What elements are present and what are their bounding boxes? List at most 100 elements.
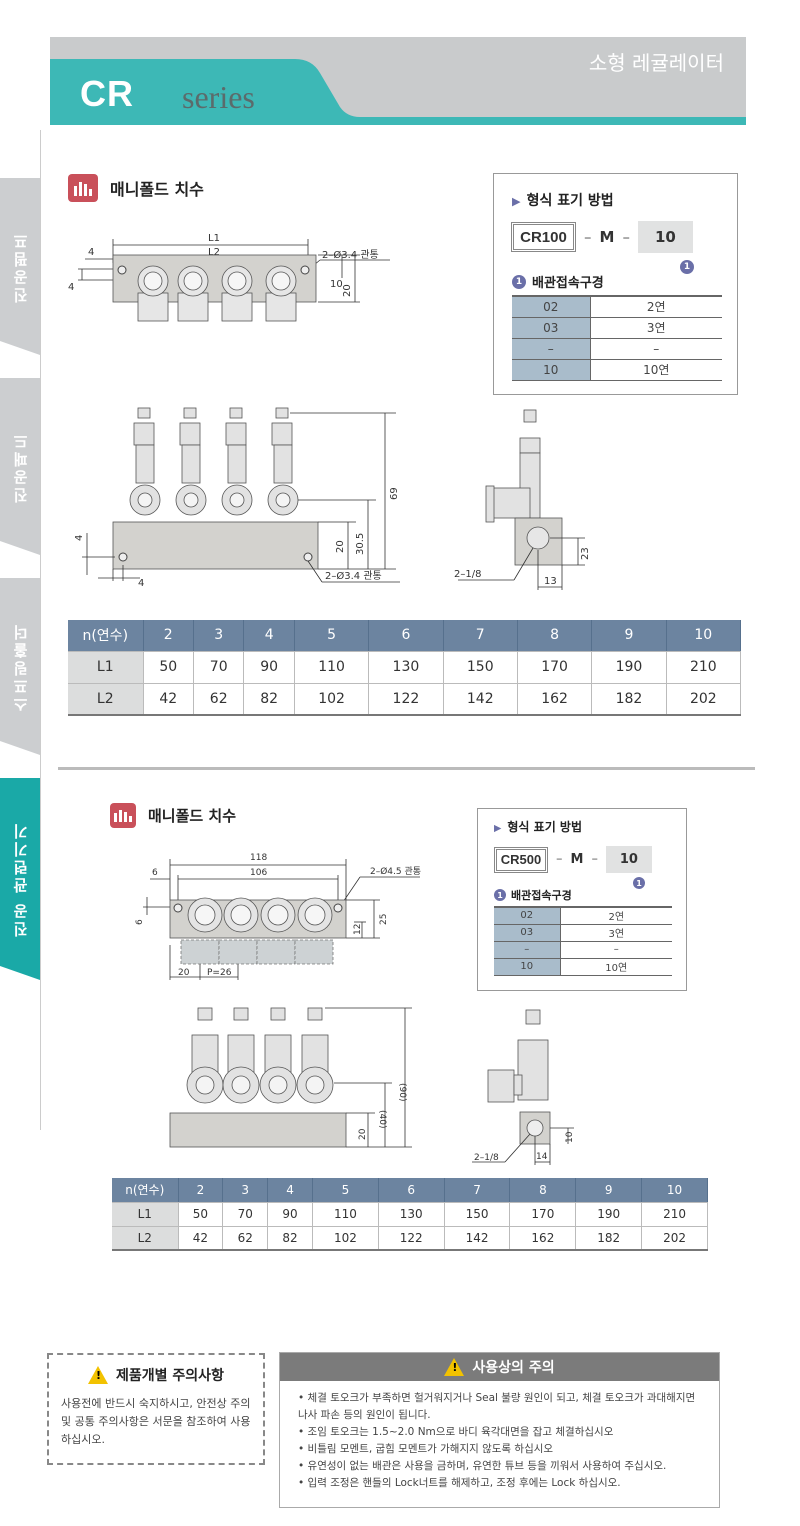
dim-6: 6 [135, 919, 145, 925]
list-item: • 입력 조정은 핸들의 Lock너트를 해제하고, 조정 후에는 Lock 하… [298, 1477, 621, 1489]
section1-side-view: 2–1/8 13 23 [454, 409, 591, 590]
product-caution-text: 사용전에 반드시 숙지하시고, 안전상 주의 및 공통 주의사항은 서문을 참조… [61, 1397, 251, 1446]
dim-10: 10 [565, 1131, 575, 1143]
section1-title-text: 매니폴드 치수 [110, 180, 204, 199]
port-label: 2–1/8 [474, 1153, 499, 1163]
dim-106: 106 [250, 868, 267, 878]
dim-13: 13 [544, 576, 557, 587]
dim-l2: L2 [208, 247, 220, 258]
dim-4: 4 [74, 535, 85, 541]
side-tab-spring-holder[interactable]: 스프링홀더 [0, 578, 40, 755]
section2-title-text: 매니폴드 치수 [148, 807, 237, 825]
dim-20: 20 [358, 1128, 368, 1140]
usage-caution-title: 사용상의 주의 [280, 1353, 719, 1381]
warning-icon [88, 1366, 109, 1384]
dim-4: 4 [138, 578, 144, 589]
tab-label: 진공패드 [11, 430, 30, 503]
dim-118: 118 [250, 853, 267, 863]
ordering-title: ▶형식 표기 방법 [512, 193, 614, 209]
dim-hole: 2–Ø4.5 관통 [370, 866, 421, 877]
tab-label: 진공 관련기기 [11, 820, 30, 938]
dim-6: 6 [152, 868, 158, 878]
dim-hole: 2–Ø3.4 관통 [325, 570, 382, 582]
series-code: CR [80, 73, 134, 114]
marker-icon: 1 [633, 877, 645, 889]
side-tab-vacuum-pad[interactable]: 진공패드 [0, 378, 40, 555]
section2-side-view: 2–1/8 14 10 [472, 1009, 575, 1165]
chart-icon [68, 174, 98, 202]
dim-23: 23 [580, 547, 591, 560]
dim-pitch: P=26 [207, 968, 232, 978]
list-item: • 조임 토오크는 1.5~2.0 Nm으로 바디 육각대면을 잡고 체결하십시… [298, 1426, 614, 1438]
dim-20: 20 [335, 540, 346, 553]
mount-code: M [570, 852, 584, 867]
section2-drawing: 118 106 6 6 2–Ø4.5 관통 25 12 20 P=26 (90)… [135, 853, 421, 1148]
banner-background [50, 37, 746, 125]
tab-label: 스프링홀더 [11, 621, 30, 712]
dim-25: 25 [379, 914, 389, 925]
product-caution-title: 제품개별 주의사항 [49, 1365, 263, 1385]
list-item: • 유연성이 없는 배관은 사용을 금하며, 유연한 튜브 등을 끼워서 사용하… [298, 1460, 667, 1472]
model-code: CR500 [494, 846, 548, 873]
section1-title: 매니폴드 치수 [68, 174, 204, 202]
side-tab-vacuum-accessories[interactable]: 진공 관련기기 [0, 778, 40, 980]
mount-code: M [599, 228, 615, 246]
series-word: series [182, 79, 255, 115]
tab-label: 진공펌프 [11, 230, 30, 303]
dim-20: 20 [342, 284, 353, 297]
list-item: • 체결 토오크가 부족하면 헐거워지거나 Seal 불량 원인이 되고, 체결… [298, 1392, 696, 1421]
series-banner: 소형 레귤레이터 CR series [50, 37, 746, 125]
dim-40: (40) [377, 1110, 387, 1128]
list-item: • 비틀림 모멘트, 굽힘 모멘트가 가해지지 않도록 하십시오 [298, 1443, 554, 1455]
connection-code: 10 [637, 221, 693, 253]
dim-20: 20 [178, 968, 190, 978]
usage-caution-box: 사용상의 주의 • 체결 토오크가 부족하면 헐거워지거나 Seal 불량 원인… [279, 1352, 720, 1508]
port-label: 2–1/8 [454, 569, 481, 580]
dim-90: (90) [397, 1083, 407, 1101]
product-caution-box: 제품개별 주의사항 사용전에 반드시 숙지하시고, 안전상 주의 및 공통 주의… [47, 1353, 265, 1465]
table-row: –– [494, 941, 672, 959]
model-code: CR100 [511, 222, 576, 252]
ordering-title: ▶형식 표기 방법 [494, 820, 582, 834]
side-tab-vacuum-pump[interactable]: 진공펌프 [0, 178, 40, 355]
dim-l1: L1 [208, 233, 220, 244]
marker-icon: 1 [680, 260, 694, 274]
section-divider [58, 767, 755, 770]
section2-title: 매니폴드 치수 [110, 803, 236, 828]
dim-30-5: 30.5 [355, 533, 366, 555]
dim-10: 10 [330, 279, 343, 290]
dim-4: 4 [68, 282, 74, 293]
dim-12: 12 [353, 924, 363, 935]
section1-drawing: L1 L2 4 4 2–Ø3.4 관통 10 20 69 30.5 20 4 4… [68, 233, 400, 589]
side-divider [40, 130, 41, 1130]
warning-icon [444, 1358, 465, 1376]
dim-69: 69 [389, 487, 400, 500]
table-row: –– [512, 338, 722, 360]
usage-caution-list: • 체결 토오크가 부족하면 헐거워지거나 Seal 불량 원인이 되고, 체결… [280, 1381, 719, 1492]
dim-hole: 2–Ø3.4 관통 [322, 249, 379, 261]
chart-icon [110, 803, 136, 828]
dim-14: 14 [536, 1152, 548, 1162]
dim-4: 4 [88, 247, 94, 258]
category-title: 소형 레귤레이터 [588, 51, 724, 75]
